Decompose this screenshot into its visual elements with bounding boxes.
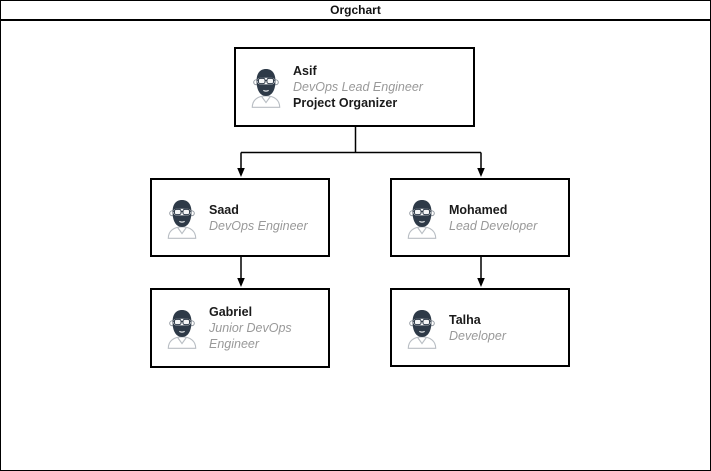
arrowhead-icon [237, 278, 245, 287]
node-name: Saad [209, 202, 239, 217]
node-role: DevOps Engineer [209, 218, 308, 233]
person-avatar-icon [405, 197, 439, 239]
person-avatar-icon [165, 307, 199, 349]
org-node-mohamed[interactable]: Mohamed Lead Developer [390, 178, 570, 257]
node-name: Gabriel [209, 305, 253, 319]
node-name: Mohamed [449, 202, 508, 217]
node-role: Developer [449, 328, 506, 343]
arrowhead-icon [237, 168, 245, 177]
arrowhead-icon [477, 278, 485, 287]
org-node-talha[interactable]: Talha Developer [390, 288, 570, 367]
page-title: Orgchart [330, 3, 381, 17]
node-role: Junior DevOps Engineer [209, 321, 292, 351]
org-node-saad[interactable]: Saad DevOps Engineer [150, 178, 330, 257]
node-role: DevOps Lead Engineer [293, 80, 423, 94]
orgchart-canvas: Asif DevOps Lead Engineer Project Organi… [1, 21, 710, 469]
org-node-asif[interactable]: Asif DevOps Lead Engineer Project Organi… [234, 47, 475, 127]
person-avatar-icon [165, 197, 199, 239]
node-extra-role: Project Organizer [293, 96, 398, 110]
person-avatar-icon [249, 66, 283, 108]
node-text: Mohamed Lead Developer [449, 202, 543, 234]
window-title-bar: Orgchart [1, 1, 710, 21]
node-role: Lead Developer [449, 218, 538, 233]
node-name: Talha [449, 312, 481, 327]
node-text: Gabriel Junior DevOps Engineer [209, 304, 328, 352]
arrowhead-icon [477, 168, 485, 177]
node-text: Talha Developer [449, 312, 512, 344]
node-name: Asif [293, 64, 317, 78]
person-avatar-icon [405, 307, 439, 349]
node-text: Saad DevOps Engineer [209, 202, 314, 234]
org-node-gabriel[interactable]: Gabriel Junior DevOps Engineer [150, 288, 330, 368]
node-text: Asif DevOps Lead Engineer Project Organi… [293, 63, 429, 111]
connector-lines [237, 127, 485, 287]
